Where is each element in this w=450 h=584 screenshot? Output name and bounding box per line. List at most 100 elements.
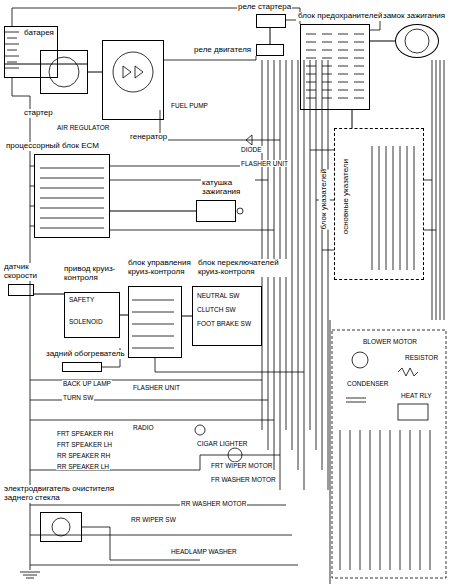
- part-name: RADIO: [132, 424, 155, 431]
- ecm-pin-line: [40, 228, 104, 229]
- panel-wire: [410, 430, 411, 570]
- starter-motor: стартер: [40, 50, 88, 94]
- fuse-element: [354, 74, 364, 75]
- battery-cell: [5, 44, 19, 45]
- fuse-element: [322, 50, 332, 51]
- harness-wire: [298, 60, 299, 470]
- part-name: FRT SPEAKER RH: [56, 430, 114, 437]
- outer-harness: [444, 60, 445, 320]
- gauge-wire: [372, 146, 373, 270]
- part-name: HEAT RLY: [400, 392, 433, 399]
- fuse-element: [306, 34, 316, 35]
- panel-wire: [350, 430, 351, 570]
- ecm-pin-line: [40, 198, 104, 199]
- harness-wire: [286, 60, 287, 430]
- harness-wire: [322, 60, 323, 470]
- component-label: электродвигатель очистителя заднего стек…: [3, 485, 137, 503]
- gauge-wire: [379, 146, 380, 270]
- fuse-element: [354, 34, 364, 35]
- harness-wire: [316, 60, 317, 450]
- part-name: SOLENOID: [68, 318, 104, 325]
- part-name: RR SPEAKER RH: [56, 452, 111, 459]
- fuse-element: [354, 58, 364, 59]
- battery-cell: [7, 38, 17, 39]
- ecm-pin-line: [40, 168, 104, 169]
- part-name: FLASHER UNIT: [240, 160, 289, 167]
- fuse-element: [322, 74, 332, 75]
- part-name: FRT WIPER MOTOR: [210, 462, 273, 469]
- fuse-element: [306, 50, 316, 51]
- relay-box: реле двигателя: [256, 44, 284, 56]
- fuse-element: [322, 34, 332, 35]
- component-label: реле стартера: [237, 3, 292, 12]
- component-label: реле двигателя: [193, 46, 252, 55]
- wire-connector: [270, 28, 271, 44]
- part-name: CONDENSER: [346, 380, 390, 387]
- outer-harness: [436, 60, 437, 320]
- relay-box: реле стартера: [256, 14, 286, 28]
- fuse-element: [306, 82, 316, 83]
- part-name: FLASHER UNIT: [132, 384, 181, 391]
- fuse-element: [338, 42, 348, 43]
- alternator: генератор: [102, 40, 164, 120]
- fuse-element: [338, 50, 348, 51]
- battery-cell: [7, 62, 17, 63]
- battery-cell: [5, 68, 19, 69]
- ecm-pin-line: [40, 218, 104, 219]
- part-name: FUEL PUMP: [170, 102, 209, 109]
- fuse-element: [338, 66, 348, 67]
- component-label: генератор: [129, 133, 168, 142]
- harness-wire: [310, 60, 311, 430]
- fuse-element: [338, 34, 348, 35]
- fuse-element: [338, 74, 348, 75]
- harness-wire: [328, 60, 329, 490]
- fuse-element: [322, 82, 332, 83]
- fuse-element: [338, 82, 348, 83]
- ecm-pin-line: [40, 188, 104, 189]
- fuse-element: [306, 98, 316, 99]
- fuse-element: [338, 98, 348, 99]
- part-name: BLOWER MOTOR: [362, 338, 418, 345]
- component-label: замок зажигания: [382, 12, 446, 21]
- fuse-element: [354, 42, 364, 43]
- fuse-element: [354, 98, 364, 99]
- ecm-pin-line: [40, 208, 104, 209]
- component-label: датчик скорости: [3, 263, 51, 281]
- fuse-block: блок предохранителей: [300, 24, 370, 110]
- component-label: блок переключателей круиз-контроля: [197, 259, 291, 277]
- component-label: задний обогреватель: [45, 350, 126, 359]
- part-name: TURN SW: [62, 394, 94, 401]
- part-name: RESISTOR: [404, 354, 439, 361]
- harness-wire: [304, 60, 305, 490]
- part-name: SAFETY: [68, 296, 95, 303]
- battery-cell: [5, 56, 19, 57]
- fuse-element: [354, 66, 364, 67]
- harness-wire: [262, 60, 263, 430]
- component-label: батарея: [23, 29, 55, 38]
- panel-wire: [340, 430, 341, 570]
- part-name: RR WIPER SW: [130, 516, 177, 523]
- panel-wire: [360, 430, 361, 570]
- panel-wire: [390, 430, 391, 570]
- part-name: CIGAR LIGHTER: [196, 440, 249, 447]
- module-pin-line: [132, 336, 174, 337]
- battery-cell: [7, 50, 17, 51]
- component-label: блок указателей: [319, 169, 330, 229]
- module-pin-line: [132, 300, 174, 301]
- component-label: стартер: [23, 109, 54, 118]
- fuse-element: [322, 42, 332, 43]
- wire-connector: [370, 41, 395, 42]
- ignition-coil: катушка зажигания: [196, 200, 236, 222]
- module-pin-line: [132, 324, 174, 325]
- wire-connector: [34, 294, 64, 295]
- part-name: HEADLAMP WASHER: [170, 548, 238, 555]
- component-label: привод круиз-контроля: [63, 265, 129, 283]
- fuse-element: [322, 58, 332, 59]
- part-name: NEUTRAL SW: [196, 292, 240, 299]
- gauge-wire: [393, 146, 394, 270]
- battery: батарея: [4, 26, 58, 78]
- fuse-element: [322, 98, 332, 99]
- gauge-wire: [386, 146, 387, 270]
- harness-wire: [292, 60, 293, 450]
- gauge-wire: [400, 146, 401, 270]
